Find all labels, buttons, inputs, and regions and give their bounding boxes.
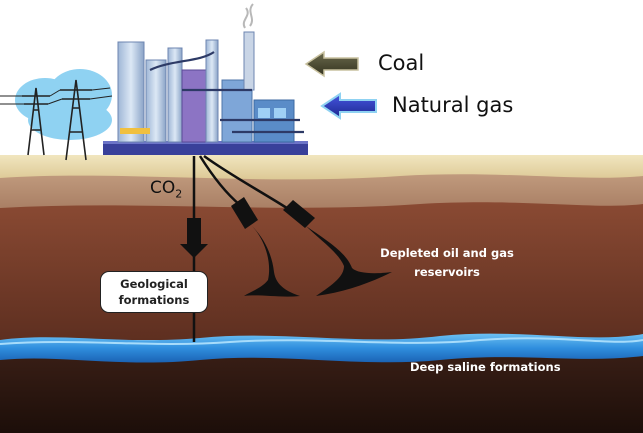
deep-layer: [0, 350, 643, 433]
cloud-icon: [15, 69, 112, 140]
aquifer-highlight: [0, 337, 643, 345]
depleted-reservoirs-label: Depleted oil and gas reservoirs: [380, 246, 514, 279]
coal-label: Coal: [378, 51, 425, 75]
coal-arrow-icon: [304, 50, 359, 78]
gas-arrow-icon: [320, 92, 377, 120]
power-plant-icon: [103, 3, 308, 155]
natural-gas-label: Natural gas: [392, 93, 514, 117]
co2-label: CO2: [150, 178, 183, 201]
reservoir-right: [306, 226, 392, 296]
red-layer: [0, 202, 643, 340]
co2-down-arrow-icon: [180, 218, 208, 258]
deep-saline-label: Deep saline formations: [410, 360, 561, 374]
aquifer-layer: [0, 333, 643, 363]
power-tower-icon: [0, 79, 113, 161]
geological-formations-label: Geological formations: [100, 271, 208, 313]
pipe-arrow-left-icon: [231, 197, 258, 229]
pipe-arrow-right-icon: [283, 200, 315, 228]
reservoir-left: [244, 226, 300, 297]
